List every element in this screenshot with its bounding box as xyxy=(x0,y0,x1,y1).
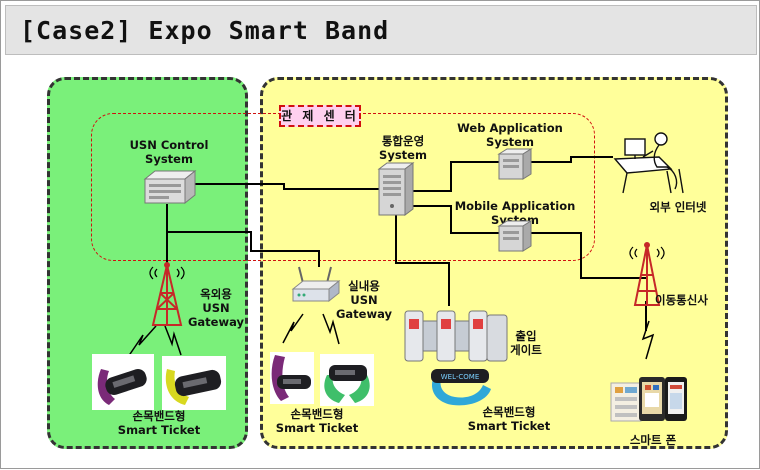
wireless-indoor-2 xyxy=(322,313,340,345)
smartphone-label: 스마트 폰 xyxy=(629,433,677,447)
band-ticket-1-label: 손목밴드형 Smart Ticket xyxy=(117,409,201,437)
entry-gate-label: 출입 게이트 xyxy=(510,329,542,357)
page-title: [Case2] Expo Smart Band xyxy=(20,16,390,45)
smart-band-green-icon xyxy=(320,354,374,406)
outdoor-gateway-label: 옥외용 USN Gateway xyxy=(187,287,245,329)
smart-band-cyan-icon: WEL-COME xyxy=(431,369,491,406)
link-web-to-internet xyxy=(531,156,613,163)
link-ops-to-web xyxy=(413,161,499,192)
usn-control-server-icon xyxy=(143,169,197,205)
smart-band-yellow-icon xyxy=(162,356,226,410)
indoor-gateway-label: 실내용 USN Gateway xyxy=(335,279,393,321)
integrated-ops-server-icon xyxy=(377,162,415,216)
link-usn-to-indoor xyxy=(167,231,320,267)
control-center-label: 관 제 센 터 xyxy=(279,105,361,127)
band-ticket-3-label: 손목밴드형 Smart Ticket xyxy=(467,405,551,433)
entry-gate-icon xyxy=(404,310,508,362)
external-internet-label: 외부 인터넷 xyxy=(649,200,707,214)
wireless-outdoor-2 xyxy=(164,325,182,356)
integrated-ops-label: 통합운영 System xyxy=(379,134,427,162)
band-display-text: WEL-COME xyxy=(441,373,480,381)
title-bar: [Case2] Expo Smart Band xyxy=(5,5,757,55)
band-ticket-2-label: 손목밴드형 Smart Ticket xyxy=(275,407,359,435)
mobile-app-server-icon xyxy=(497,220,533,252)
internet-user-icon xyxy=(613,132,684,194)
usn-control-label: USN Control System xyxy=(129,138,209,166)
web-app-label: Web Application System xyxy=(457,121,563,149)
link-mobile-to-carrier xyxy=(531,232,646,279)
mobile-carrier-antenna-icon xyxy=(629,242,665,306)
smart-band-purple-2-icon xyxy=(270,352,314,404)
smartphone-icon xyxy=(610,377,687,422)
wireless-carrier xyxy=(641,320,655,360)
link-usn-to-ops xyxy=(193,183,379,190)
wireless-outdoor-1 xyxy=(127,325,157,358)
link-ops-to-mobile xyxy=(413,205,499,234)
smart-band-purple-icon xyxy=(92,354,154,410)
mobile-carrier-label: 이동통신사 xyxy=(655,293,708,307)
indoor-gateway-router-icon xyxy=(291,266,341,303)
web-app-server-icon xyxy=(497,148,533,180)
link-ops-to-gate xyxy=(395,215,450,306)
wireless-indoor-1 xyxy=(282,313,304,344)
outdoor-gateway-antenna-icon xyxy=(149,262,185,326)
